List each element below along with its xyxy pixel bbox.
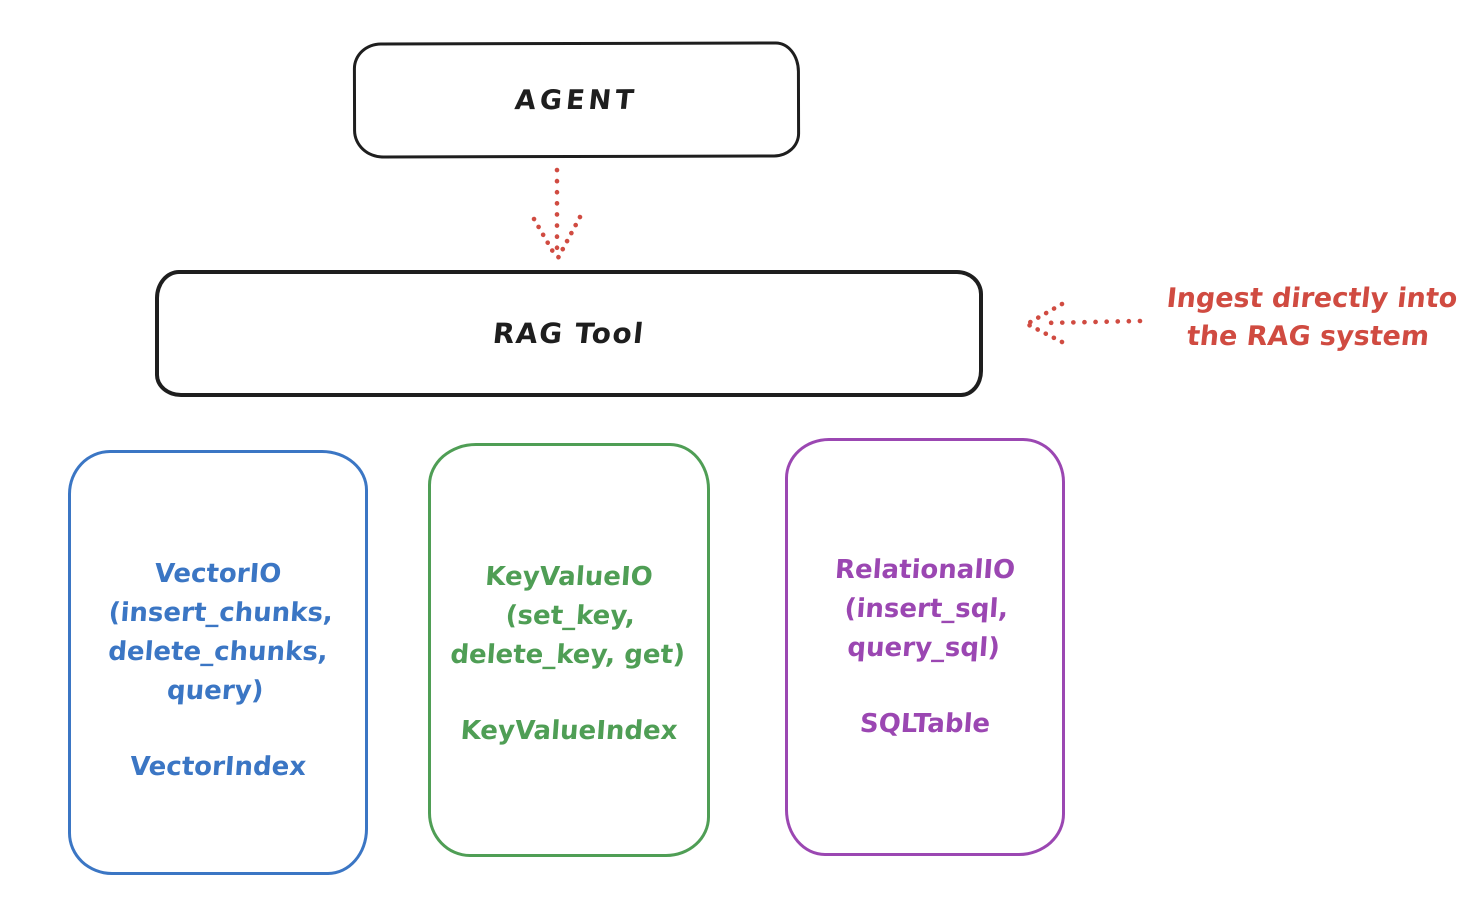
agent-label: AGENT: [513, 84, 640, 116]
key-value-index-label: KeyValueIndex: [459, 716, 679, 746]
ingest-annotation-text: Ingest directly into the RAG system: [1165, 283, 1459, 352]
key-value-io-methods: (set_key, delete_key, get): [449, 601, 686, 670]
card-vector-io: VectorIO (insert_chunks, delete_chunks, …: [68, 450, 368, 875]
card-relational-io-body: RelationalIO (insert_sql, query_sql) SQL…: [788, 441, 1062, 744]
key-value-io-title: KeyValueIO: [484, 562, 654, 592]
agent-to-ragtool-arrow: [531, 167, 583, 261]
card-relational-io: RelationalIO (insert_sql, query_sql) SQL…: [785, 438, 1065, 856]
agent-node: AGENT: [352, 41, 801, 159]
ingest-annotation-arrow: [1024, 301, 1143, 345]
vector-io-title: VectorIO: [153, 559, 283, 589]
vector-io-methods: (insert_chunks, delete_chunks, query): [107, 598, 334, 706]
card-key-value-io: KeyValueIO (set_key, delete_key, get) Ke…: [428, 443, 710, 857]
relational-io-title: RelationalIO: [833, 555, 1017, 585]
rag-tool-label: RAG Tool: [491, 317, 647, 350]
card-key-value-io-body: KeyValueIO (set_key, delete_key, get) Ke…: [431, 446, 707, 751]
sql-table-label: SQLTable: [858, 709, 992, 739]
vector-index-label: VectorIndex: [128, 752, 308, 782]
card-vector-io-body: VectorIO (insert_chunks, delete_chunks, …: [71, 453, 365, 787]
rag-tool-node: RAG Tool: [155, 270, 983, 397]
relational-io-methods: (insert_sql, query_sql): [843, 594, 1010, 663]
